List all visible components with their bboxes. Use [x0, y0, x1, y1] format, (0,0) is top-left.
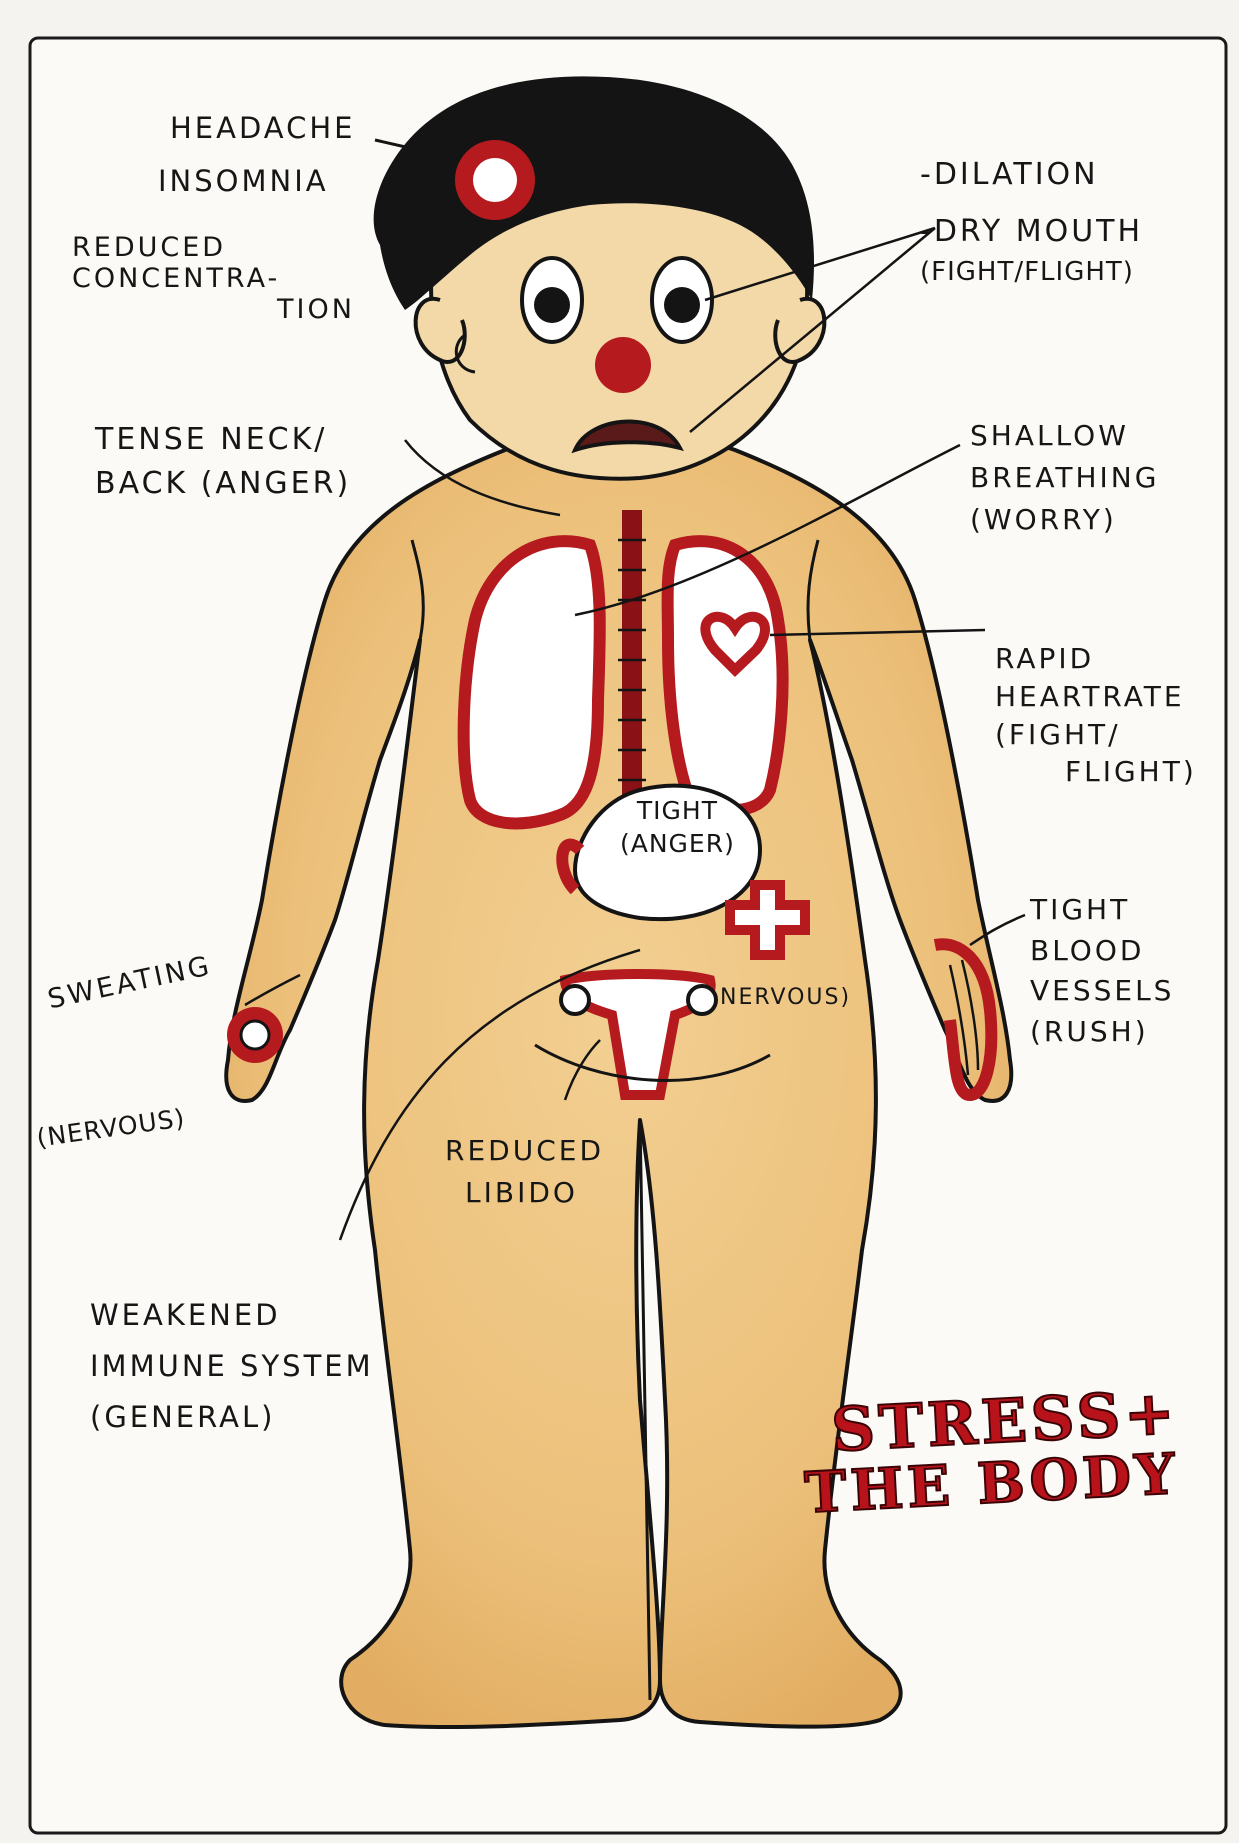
label-immune-line3: (GENERAL) — [90, 1392, 374, 1443]
label-tight-vessels-line3: VESSELS — [1030, 971, 1174, 1012]
label-rapid-heartrate-line3: (FIGHT/ — [995, 716, 1197, 754]
label-rapid-heartrate-line1: RAPID — [995, 640, 1197, 678]
label-nervous-gut: NERVOUS) — [720, 985, 851, 1010]
label-dry-mouth: -DRY MOUTH (FIGHT/FLIGHT) — [920, 215, 1143, 287]
lung-left — [464, 541, 600, 823]
label-immune-line1: WEAKENED — [90, 1290, 374, 1341]
label-dry-mouth-line1: -DRY MOUTH — [920, 215, 1143, 250]
label-reduced-libido-line1: REDUCED — [445, 1130, 604, 1172]
nose — [595, 337, 651, 393]
label-shallow-breathing-line2: BREATHING — [970, 457, 1159, 499]
pupil-right — [664, 287, 700, 323]
label-dry-mouth-line2: (FIGHT/FLIGHT) — [920, 258, 1143, 288]
label-shallow-breathing-line3: (WORRY) — [970, 499, 1159, 541]
label-concentration-line2: CONCENTRA- — [72, 263, 355, 294]
label-immune: WEAKENED IMMUNE SYSTEM (GENERAL) — [90, 1290, 374, 1442]
label-stomach-line1: TIGHT — [620, 795, 735, 828]
label-tense-neck-line2: BACK (ANGER) — [95, 462, 351, 506]
label-rapid-heartrate: RAPID HEARTRATE (FIGHT/ FLIGHT) — [995, 640, 1197, 791]
label-rapid-heartrate-line4: FLIGHT) — [995, 753, 1197, 791]
label-shallow-breathing-line1: SHALLOW — [970, 415, 1159, 457]
ovary-right — [688, 986, 716, 1014]
headache-spot-center — [473, 158, 517, 202]
label-reduced-libido: REDUCED LIBIDO — [445, 1130, 604, 1214]
label-tight-vessels-line2: BLOOD — [1030, 931, 1174, 972]
label-concentration-line1: REDUCED — [72, 232, 355, 263]
label-immune-line2: IMMUNE SYSTEM — [90, 1341, 374, 1392]
label-stomach: TIGHT (ANGER) — [620, 795, 735, 860]
label-insomnia: INSOMNIA — [158, 165, 329, 198]
label-tight-vessels-line4: (RUSH) — [1030, 1012, 1174, 1053]
label-rapid-heartrate-line2: HEARTRATE — [995, 678, 1197, 716]
label-tense-neck: TENSE NECK/ BACK (ANGER) — [95, 418, 351, 505]
label-tense-neck-line1: TENSE NECK/ — [95, 418, 351, 462]
label-reduced-libido-line2: LIBIDO — [445, 1172, 604, 1214]
sweat-spot-center — [241, 1021, 269, 1049]
label-stomach-line2: (ANGER) — [620, 828, 735, 861]
label-tight-vessels: TIGHT BLOOD VESSELS (RUSH) — [1030, 890, 1174, 1052]
label-dilation: -DILATION — [920, 158, 1099, 193]
diagram-title: STRESS+ THE BODY — [830, 1382, 1183, 1522]
label-concentration-line3: TION — [72, 294, 355, 325]
label-headache: HEADACHE — [170, 112, 356, 145]
ovary-left — [561, 986, 589, 1014]
label-concentration: REDUCED CONCENTRA- TION — [72, 232, 355, 325]
label-shallow-breathing: SHALLOW BREATHING (WORRY) — [970, 415, 1159, 541]
pupil-left — [534, 287, 570, 323]
label-tight-vessels-line1: TIGHT — [1030, 890, 1174, 931]
